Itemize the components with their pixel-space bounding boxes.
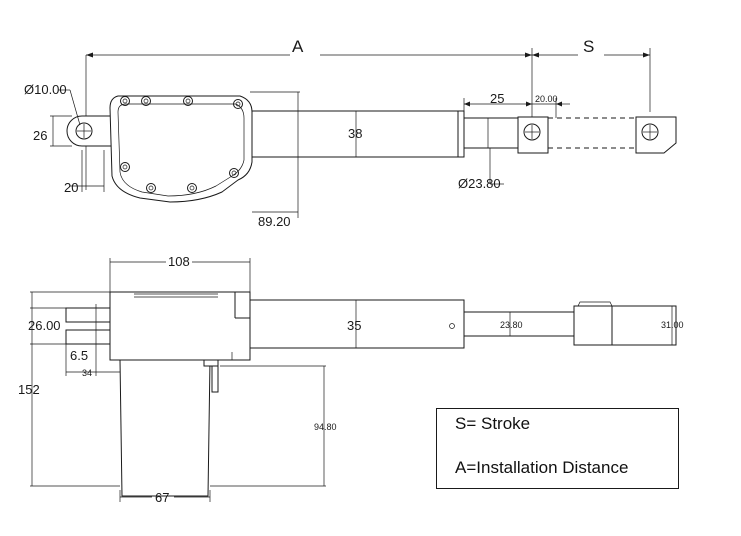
dim-w20: 20 — [64, 180, 78, 195]
legend-install: A=Installation Distance — [455, 458, 629, 477]
dim-h94: 94.80 — [314, 422, 337, 432]
dim-A: A — [292, 37, 304, 56]
dim-d38: 38 — [348, 126, 362, 141]
dim-w25: 25 — [490, 91, 504, 106]
dim-h26: 26 — [33, 128, 47, 143]
top-view: A S — [24, 37, 677, 229]
dim-w67: 67 — [155, 490, 169, 505]
dim-w108: 108 — [168, 254, 190, 269]
legend-stroke: S= Stroke — [455, 414, 531, 433]
dim-d23: Ø23.80 — [458, 176, 501, 191]
legend-box: S= Stroke A=Installation Distance — [436, 408, 679, 489]
dim-h26b: 26.00 — [28, 318, 61, 333]
dim-w34: 34 — [82, 368, 92, 378]
dim-d31: 31.00 — [661, 320, 684, 330]
dim-d10: Ø10.00 — [24, 82, 67, 97]
side-view: 108 26.00 35 23.80 — [18, 254, 684, 505]
dim-d23b: 23.80 — [500, 320, 523, 330]
dim-d35: 35 — [347, 318, 361, 333]
dim-l89: 89.20 — [258, 214, 291, 229]
dim-h152: 152 — [18, 382, 40, 397]
dim-h65: 6.5 — [70, 348, 88, 363]
dim-S: S — [583, 37, 594, 56]
dim-w20b: 20.00 — [535, 94, 558, 104]
